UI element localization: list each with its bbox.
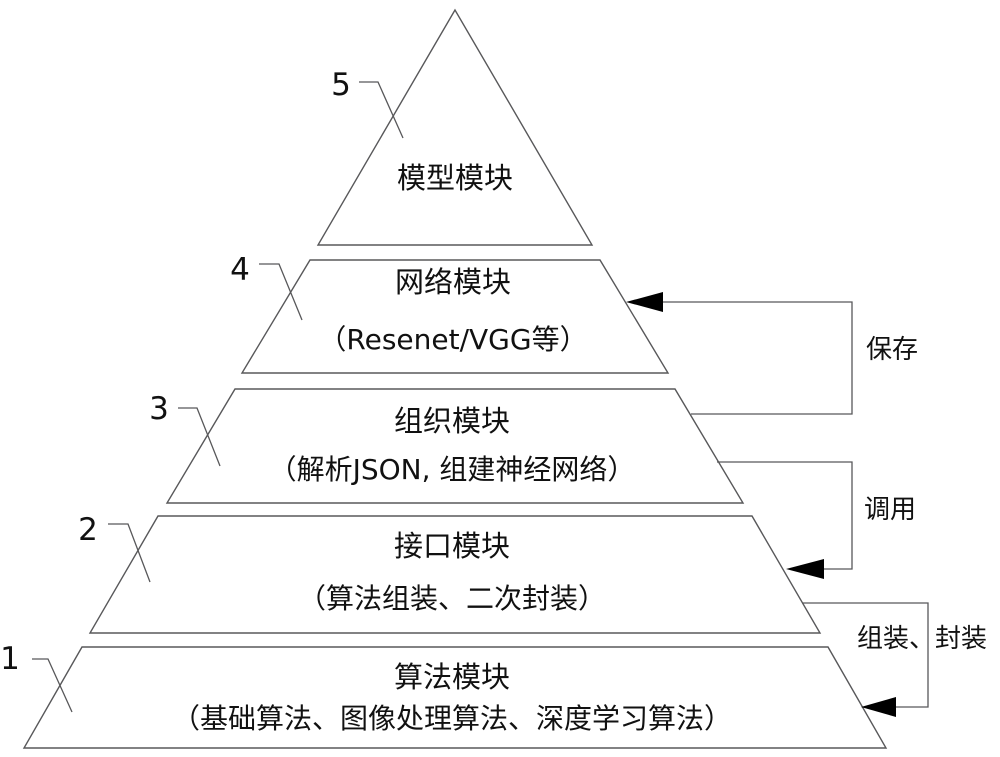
level-1-title: 算法模块 bbox=[394, 660, 510, 694]
level-2-title: 接口模块 bbox=[394, 529, 510, 563]
level-1-subtitle: （基础算法、图像处理算法、深度学习算法） bbox=[172, 702, 732, 735]
level-2-shape bbox=[88, 515, 822, 634]
level-3-subtitle: （解析JSON, 组建神经网络） bbox=[269, 453, 636, 486]
save-connector-line bbox=[660, 301, 853, 415]
level-4-shape bbox=[240, 259, 670, 374]
callout-number-4: 4 bbox=[230, 252, 250, 288]
leader-line-1 bbox=[32, 658, 73, 713]
save-annotation-label: 保存 bbox=[866, 335, 918, 365]
leader-line-4 bbox=[259, 263, 303, 321]
level-5-shape bbox=[316, 8, 594, 246]
level-1-shape bbox=[22, 646, 888, 749]
call-annotation-label: 调用 bbox=[864, 495, 916, 525]
call-arrow-left-icon bbox=[786, 559, 824, 579]
callout-number-3: 3 bbox=[149, 391, 169, 427]
call-connector-line bbox=[717, 461, 853, 570]
level-5-title: 模型模块 bbox=[397, 161, 513, 195]
annotation-call: 调用 bbox=[717, 461, 916, 579]
assemble-arrow-left-icon bbox=[861, 697, 896, 717]
callouts: 5 4 3 2 1 bbox=[0, 67, 404, 713]
pyramid-shapes bbox=[22, 8, 888, 749]
assemble-annotation-label: 组装、封装 bbox=[857, 624, 987, 654]
pyramid-labels: 模型模块 网络模块 （Resenet/VGG等） 组织模块 （解析JSON, 组… bbox=[172, 161, 732, 735]
level-3-shape bbox=[165, 388, 745, 504]
callout-number-2: 2 bbox=[78, 512, 98, 548]
level-4-title: 网络模块 bbox=[395, 265, 511, 299]
callout-number-1: 1 bbox=[0, 641, 20, 677]
level-3-title: 组织模块 bbox=[394, 404, 510, 438]
assemble-connector-line bbox=[802, 602, 929, 708]
level-4-subtitle: （Resenet/VGG等） bbox=[318, 323, 587, 356]
leader-line-5 bbox=[359, 81, 404, 139]
annotation-save: 保存 bbox=[626, 292, 918, 415]
save-arrow-left-icon bbox=[626, 292, 663, 312]
leader-line-3 bbox=[178, 407, 221, 467]
callout-number-5: 5 bbox=[331, 67, 351, 103]
annotation-assemble-package: 组装、封装 bbox=[802, 602, 987, 717]
leader-line-2 bbox=[108, 523, 151, 583]
level-2-subtitle: （算法组装、二次封装） bbox=[298, 582, 606, 615]
